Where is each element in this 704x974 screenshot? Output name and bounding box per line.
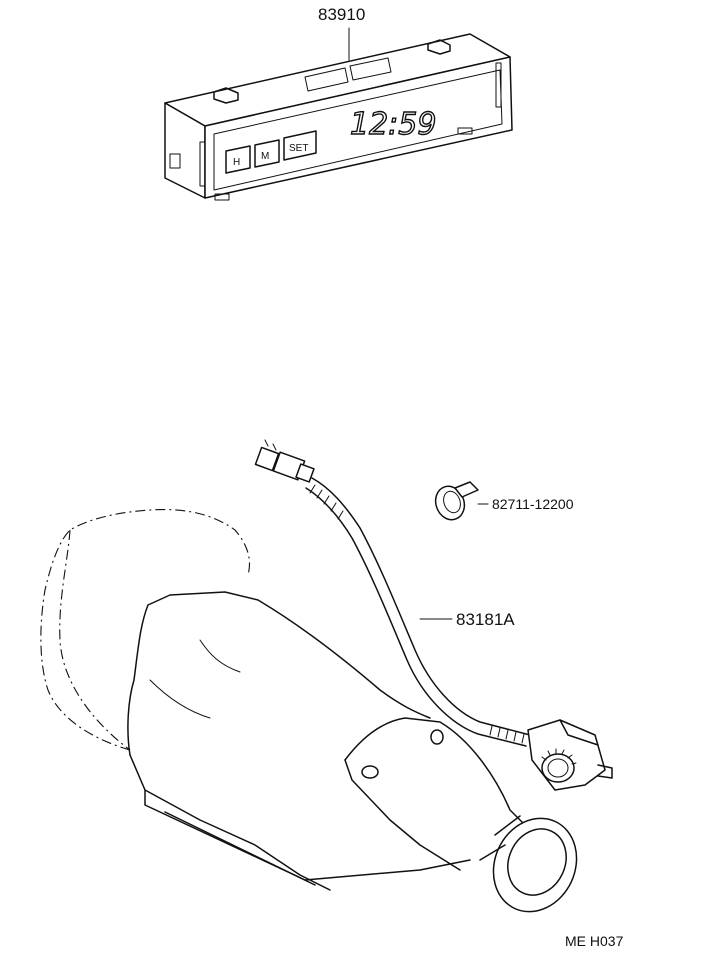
- transmission-case-bottom: [129, 754, 331, 891]
- harness-corrugation-upper: [309, 484, 344, 520]
- clock-bezel: [213, 69, 503, 191]
- speed-sensor-gear-outer: [541, 753, 575, 783]
- clamp: 82711-12200: [434, 481, 574, 521]
- transmission-outline: [40, 509, 578, 913]
- transmission-tail-top: [344, 717, 531, 831]
- clock-button-set-label: SET: [289, 143, 308, 154]
- harness-cable-b: [305, 487, 527, 747]
- clock-button-m: M: [254, 139, 280, 168]
- transmission-ribs: [149, 639, 241, 719]
- diagram-code: ME H037: [565, 933, 624, 949]
- output-flange-outer: [492, 817, 578, 913]
- clock-right-slot: [495, 62, 502, 108]
- clock-top-window-1: [304, 67, 349, 92]
- clock-side-clip: [169, 153, 181, 169]
- clock-button-h: H: [225, 145, 251, 174]
- clock-bottom-tab-right: [457, 127, 473, 135]
- speed-sensor-harness: 83181A: [254, 439, 613, 791]
- clock-unit: H M SET 12:59 83910: [164, 5, 513, 201]
- transmission-boss-1: [361, 765, 379, 779]
- speed-sensor-gear-inner: [547, 758, 569, 778]
- clock-time-display: 12:59: [350, 107, 436, 142]
- clock-button-set: SET: [283, 130, 317, 161]
- transmission-boss-2: [430, 729, 444, 745]
- harness-corrugation-lower: [489, 725, 525, 744]
- clock-bottom-tab-left: [214, 193, 230, 201]
- harness-part-number: 83181A: [456, 610, 515, 629]
- clock-top-clip-right: [427, 39, 451, 55]
- output-flange-edge: [479, 815, 521, 861]
- clock-part-number: 83910: [318, 5, 365, 24]
- transmission-pan-lip: [164, 811, 316, 886]
- clock-top-window-2: [349, 57, 392, 81]
- transmission-tail-bottom: [344, 759, 461, 871]
- clamp-part-number: 82711-12200: [492, 496, 574, 512]
- harness-cable-a: [311, 477, 531, 736]
- transmission-pan: [144, 789, 471, 881]
- speed-sensor: [527, 719, 613, 791]
- clock-button-m-label: M: [261, 151, 269, 162]
- speed-sensor-tab: [597, 764, 613, 779]
- clamp-tab: [454, 481, 479, 498]
- clock-top-clip-left: [213, 87, 239, 104]
- clock-button-h-label: H: [233, 157, 240, 168]
- harness-connector: [254, 439, 315, 483]
- output-flange-inner: [507, 828, 567, 896]
- transmission-case-top: [127, 591, 431, 756]
- clock-left-slot: [199, 141, 206, 187]
